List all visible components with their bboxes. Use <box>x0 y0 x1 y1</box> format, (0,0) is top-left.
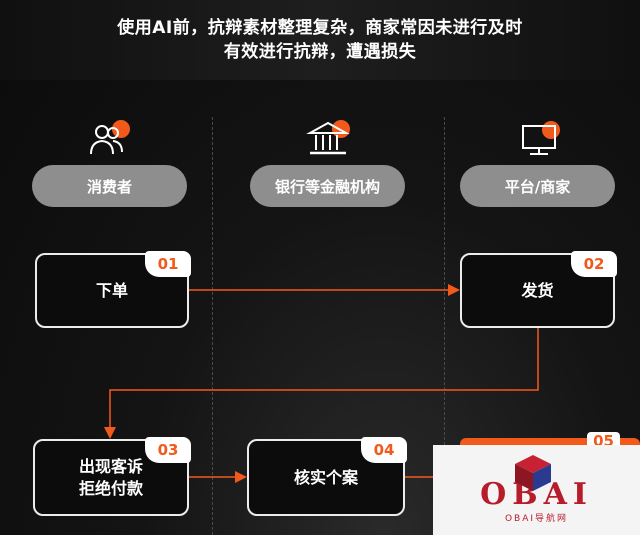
step-01-number: 01 <box>145 251 191 277</box>
actor-bank-pill: 银行等金融机构 <box>250 165 405 207</box>
column-divider-left <box>212 117 213 535</box>
step-01-box: 下单 01 <box>35 251 191 328</box>
step-03-number: 03 <box>145 437 191 463</box>
column-divider-right <box>444 117 445 535</box>
title-line-2: 有效进行抗辩，遭遇损失 <box>223 42 417 62</box>
title-line-1: 使用AI前，抗辩素材整理复杂，商家常因未进行及时 <box>117 18 523 38</box>
users-icon <box>90 120 130 155</box>
header-banner: 使用AI前，抗辩素材整理复杂，商家常因未进行及时 有效进行抗辩，遭遇损失 <box>0 0 640 80</box>
step-02-label: 发货 <box>521 280 554 300</box>
cube-logo-icon <box>515 455 551 491</box>
step-02-number: 02 <box>571 251 617 277</box>
step-04-number: 04 <box>361 437 407 463</box>
step-04-box: 核实个案 04 <box>247 437 407 516</box>
watermark: OBAI OBAI导航网 <box>433 445 640 535</box>
step-03-label-line-2: 拒绝付款 <box>78 478 143 498</box>
actor-consumer-pill: 消费者 <box>32 165 187 207</box>
step-02-box: 发货 02 <box>460 251 617 328</box>
step-04-label: 核实个案 <box>293 467 358 487</box>
step-03-label-line-1: 出现客诉 <box>78 456 143 476</box>
step-03-box: 出现客诉 拒绝付款 03 <box>33 437 191 516</box>
monitor-icon <box>522 121 560 155</box>
arrow-ship-to-complaint <box>104 328 539 439</box>
bank-icon <box>306 120 350 155</box>
actor-merchant-pill: 平台/商家 <box>460 165 615 207</box>
watermark-sub: OBAI导航网 <box>504 513 569 524</box>
step-01-label: 下单 <box>95 280 128 300</box>
